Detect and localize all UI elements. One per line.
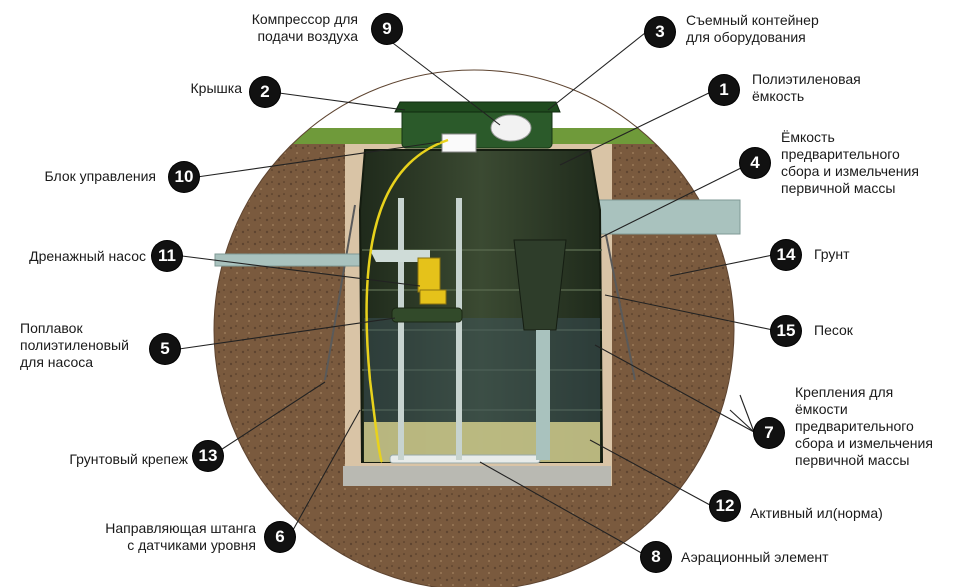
- label-3: Съемный контейнер для оборудования: [686, 12, 819, 45]
- badge-6: 6: [265, 522, 295, 552]
- guide-rod: [398, 198, 404, 460]
- aeration-element: [389, 454, 541, 464]
- drain-pump: [417, 257, 441, 293]
- badge-5: 5: [150, 334, 180, 364]
- label-10: Блок управления: [44, 168, 156, 184]
- label-1: Полиэтиленовая ёмкость: [752, 71, 861, 104]
- label-4: Ёмкость предварительного сбора и измельч…: [781, 129, 919, 196]
- label-13: Грунтовый крепеж: [69, 451, 188, 467]
- badge-2: 2: [250, 77, 280, 107]
- label-7: Крепления для ёмкости предварительного с…: [795, 384, 933, 468]
- badge-7: 7: [754, 418, 784, 448]
- inlet-pipe: [589, 199, 741, 235]
- label-9: Компрессор для подачи воздуха: [251, 11, 358, 44]
- badge-9: 9: [372, 14, 402, 44]
- pump-cable: [365, 138, 449, 463]
- chamber-stand: [536, 330, 550, 460]
- pre-collection-chamber: [513, 239, 567, 331]
- badge-1: 1: [709, 75, 739, 105]
- pump-float: [391, 307, 463, 323]
- label-6: Направляющая штанга с датчиками уровня: [105, 520, 256, 553]
- label-12: Активный ил(норма): [750, 505, 883, 521]
- badge-13: 13: [193, 441, 223, 471]
- badge-10: 10: [169, 162, 199, 192]
- compressor: [490, 114, 532, 142]
- label-15: Песок: [814, 322, 853, 338]
- badge-14: 14: [771, 240, 801, 270]
- badge-3: 3: [645, 17, 675, 47]
- label-8: Аэрационный элемент: [681, 549, 829, 565]
- badge-15: 15: [771, 316, 801, 346]
- label-2: Крышка: [190, 80, 242, 96]
- badge-11: 11: [152, 241, 182, 271]
- leader-lines: [178, 32, 774, 556]
- soil-outline: [213, 69, 735, 587]
- outlet-pipe: [214, 253, 366, 267]
- tank-lid: [394, 101, 561, 113]
- label-5: Поплавок полиэтиленовый для насоса: [20, 320, 129, 370]
- pump-pipe: [370, 250, 430, 262]
- control-unit: [441, 133, 477, 153]
- badge-8: 8: [641, 542, 671, 572]
- badge-4: 4: [740, 148, 770, 178]
- guide-rod-2: [456, 198, 462, 460]
- ground-anchor-left: [324, 204, 356, 381]
- badge-12: 12: [710, 491, 740, 521]
- label-11: Дренажный насос: [29, 248, 146, 264]
- label-14: Грунт: [814, 246, 850, 262]
